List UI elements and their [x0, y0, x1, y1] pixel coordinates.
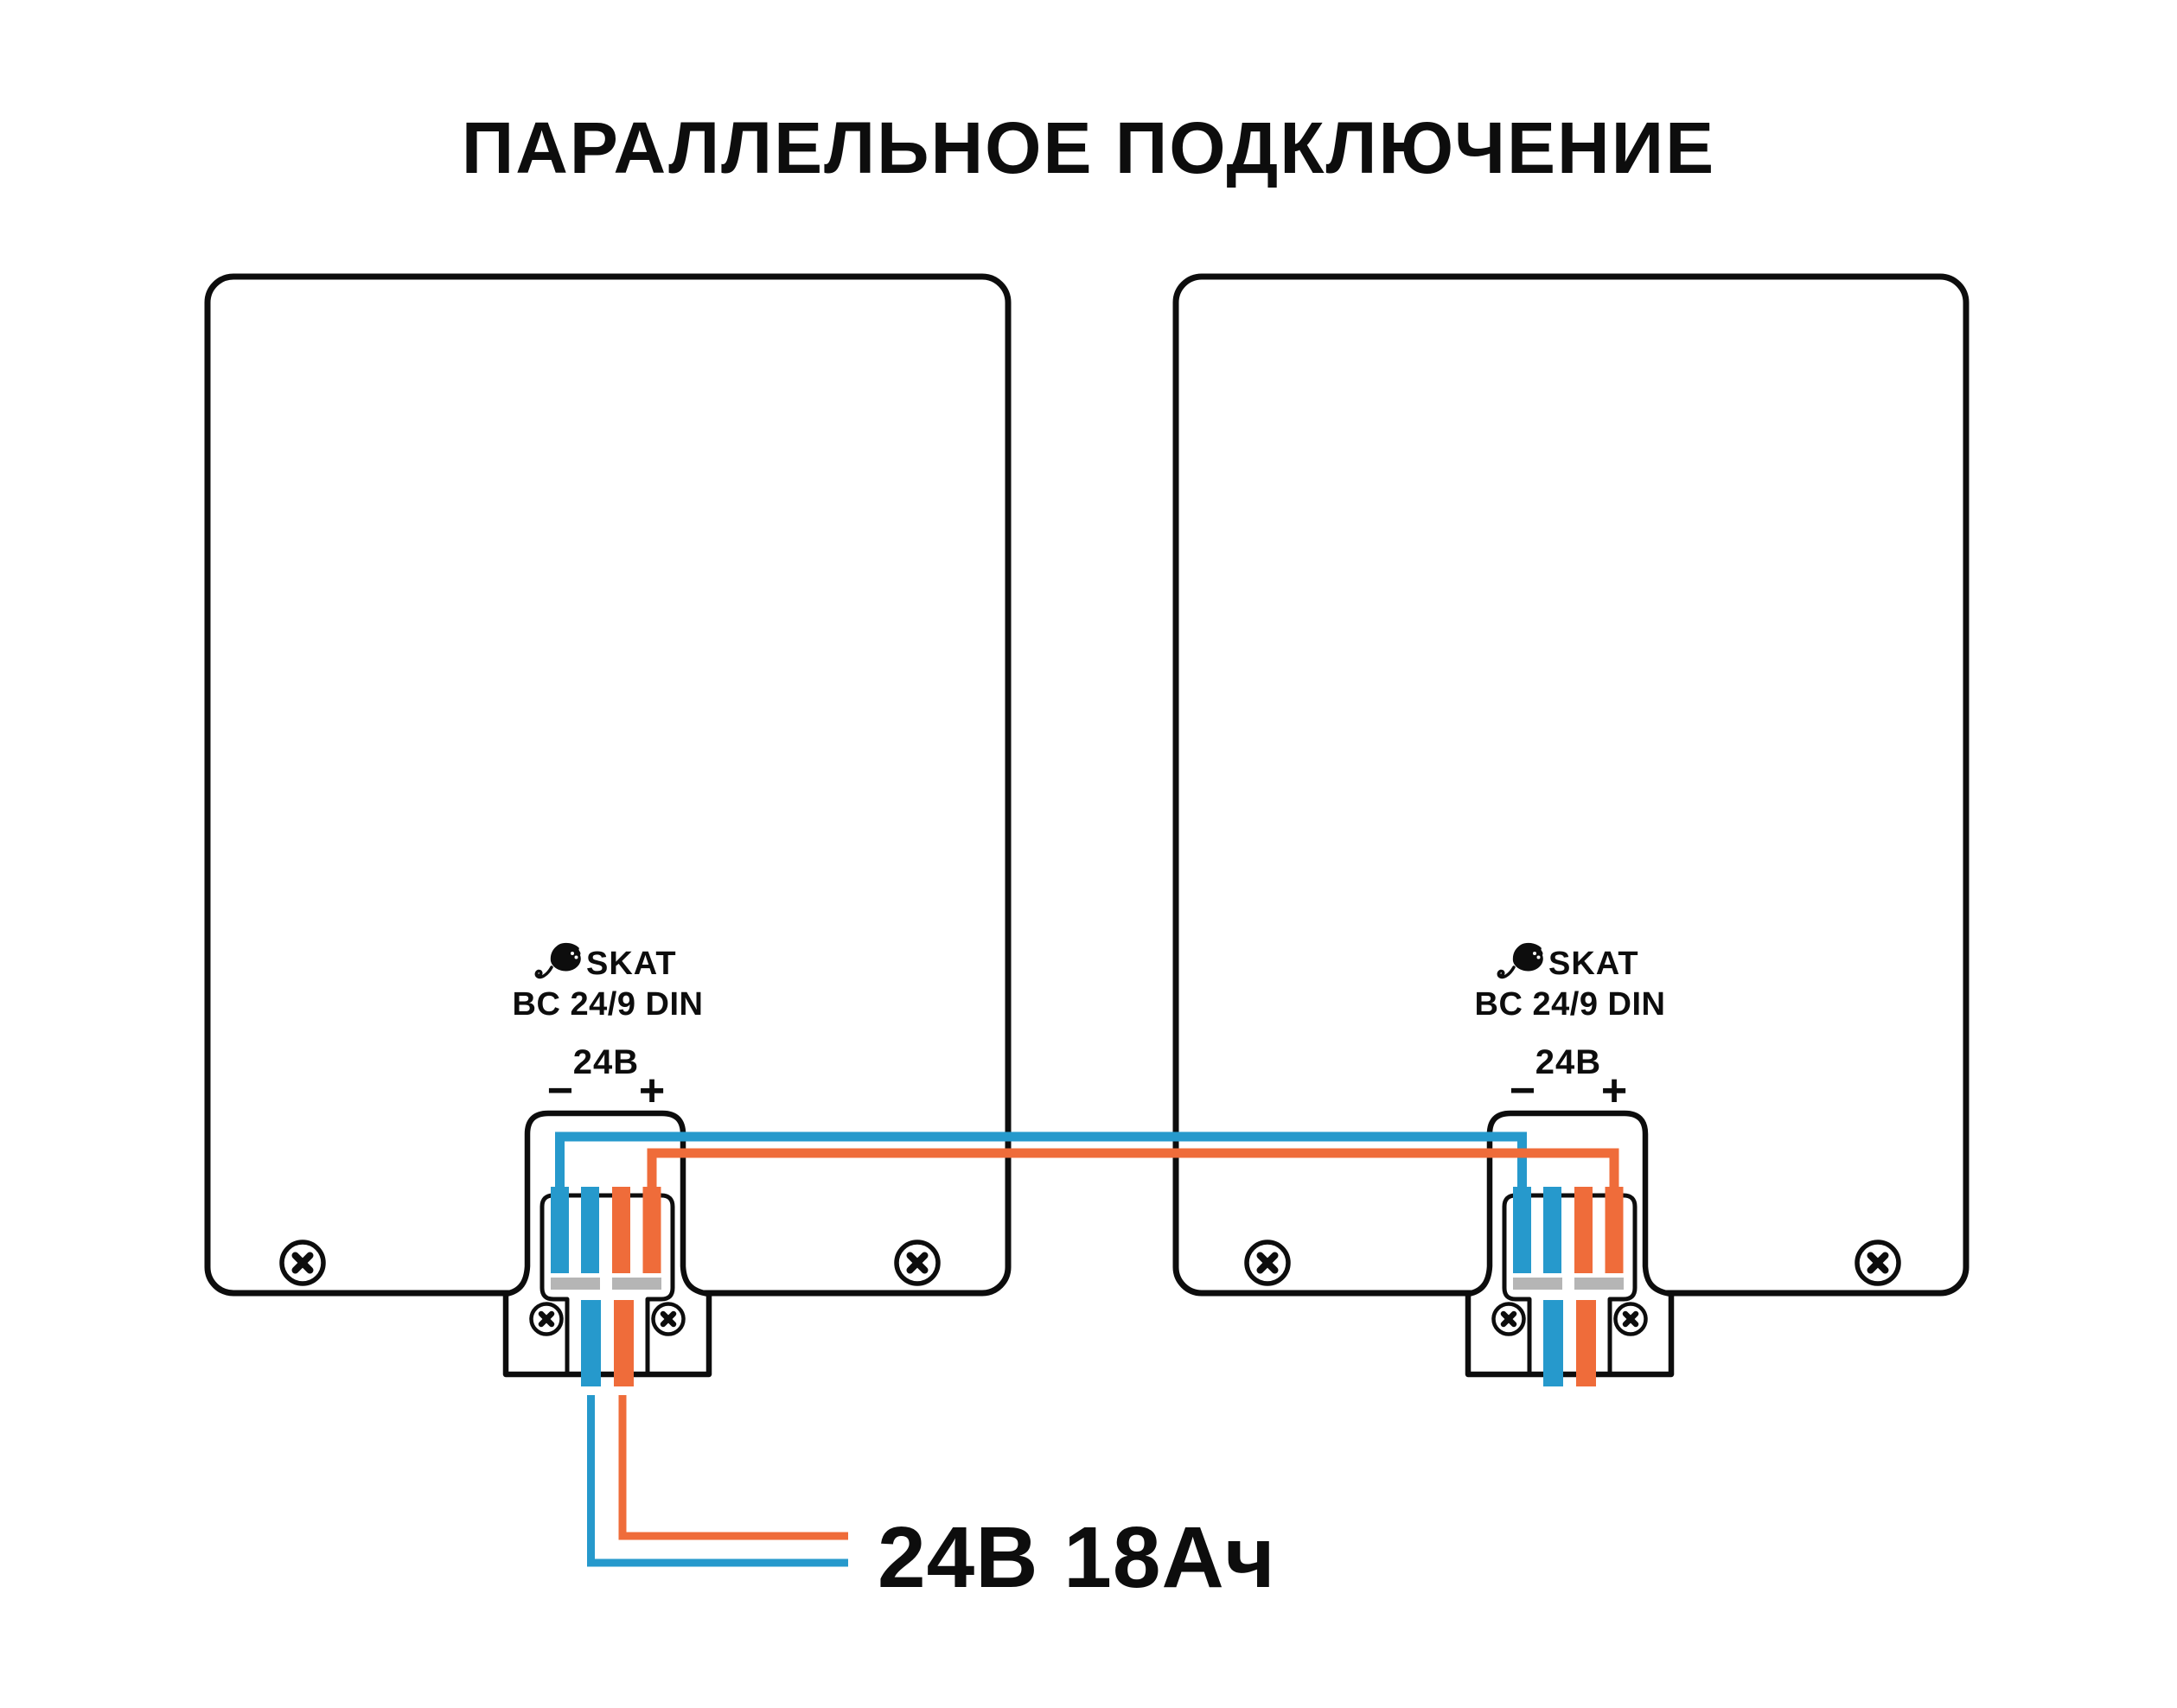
- link-wire-positive: [647, 1148, 1619, 1191]
- battery-wire-negative: [587, 1395, 848, 1567]
- screw-x-icon: [282, 1242, 323, 1284]
- screw-x-icon: [1857, 1242, 1899, 1284]
- battery-wire-positive: [618, 1395, 848, 1540]
- brand-name: SKAT: [586, 946, 677, 982]
- model-name: BC 24/9 DIN: [1475, 986, 1666, 1023]
- screw-x-icon: [1247, 1242, 1288, 1284]
- output-voltage: 24В: [573, 1043, 639, 1081]
- device-label-left: SKAT BC 24/9 DIN 24В − +: [513, 941, 704, 1116]
- positive-sign: +: [639, 1066, 665, 1116]
- link-wire-negative: [555, 1131, 1527, 1191]
- positive-sign: +: [1601, 1066, 1627, 1116]
- negative-sign: −: [547, 1066, 573, 1116]
- model-name: BC 24/9 DIN: [513, 986, 704, 1023]
- output-voltage: 24В: [1535, 1043, 1601, 1081]
- page-title: ПАРАЛЛЕЛЬНОЕ ПОДКЛЮЧЕНИЕ: [462, 107, 1715, 188]
- negative-sign: −: [1510, 1066, 1535, 1116]
- screw-x-icon: [897, 1242, 938, 1284]
- device-label-right: SKAT BC 24/9 DIN 24В − +: [1475, 941, 1666, 1116]
- brand-name: SKAT: [1548, 946, 1639, 982]
- battery-label: 24В 18Ач: [878, 1509, 1276, 1606]
